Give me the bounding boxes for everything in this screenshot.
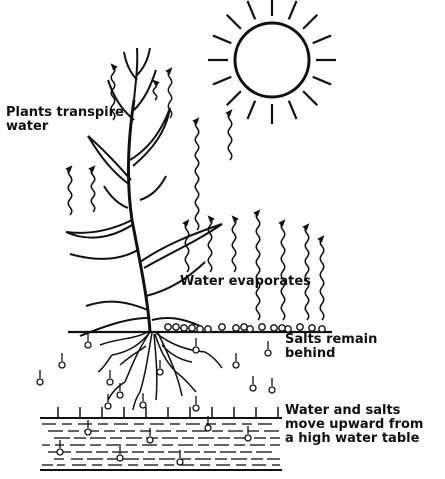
transpiration-arrow (192, 117, 200, 231)
label-salts-remain: Salts remain behind (285, 332, 378, 361)
salt-particle (176, 458, 184, 466)
transpiration-arrow (225, 109, 233, 161)
sun-ray (246, 100, 257, 120)
salt-particle (156, 368, 164, 376)
transpiration-arrow (152, 79, 160, 101)
salt-particle (116, 391, 124, 399)
evaporation-arrow (253, 209, 261, 321)
sun-ray (225, 13, 242, 30)
sun-disc (233, 21, 311, 99)
sun-ray (287, 100, 298, 120)
salt-particle (36, 378, 44, 386)
salt-particle (192, 404, 200, 412)
salt-particle (172, 323, 180, 331)
plant (65, 47, 223, 337)
sun-ray (302, 90, 319, 107)
evaporation-arrow (278, 219, 286, 321)
sun-icon (208, 0, 336, 124)
salt-particle (308, 324, 316, 332)
salt-particle (204, 325, 212, 333)
sun-ray (312, 34, 332, 45)
salt-particle (296, 323, 304, 331)
salt-particle (249, 384, 257, 392)
salt-particle (268, 386, 276, 394)
evaporation-arrow (302, 223, 310, 321)
salt-particle (318, 325, 326, 333)
salt-particle (116, 454, 124, 462)
salt-particle (139, 401, 147, 409)
salt-particle (244, 434, 252, 442)
transpiration-arrow (165, 67, 173, 119)
transpiration-arrow (65, 165, 73, 216)
salt-particle (270, 324, 278, 332)
salt-particle (56, 448, 64, 456)
salt-particle (232, 324, 240, 332)
sun-ray (312, 75, 332, 86)
plant-roots (97, 331, 223, 411)
sun-ray (212, 34, 232, 45)
salt-particle (240, 323, 248, 331)
sun-ray (225, 90, 242, 107)
salt-particle (204, 424, 212, 432)
evaporation-arrows (182, 209, 325, 321)
label-plants-transpire: Plants transpire water (6, 105, 124, 134)
salt-particle (218, 323, 226, 331)
salt-particle (84, 428, 92, 436)
plant-stem (126, 99, 152, 333)
evaporation-arrow (182, 219, 190, 273)
salt-particle (264, 349, 272, 357)
salt-particle (196, 325, 204, 333)
salt-particle (164, 323, 172, 331)
sun-ray (287, 0, 298, 20)
water-table-hatching (42, 423, 280, 466)
evaporation-arrow (207, 215, 215, 273)
salt-particle (232, 361, 240, 369)
rising-salt-particles (36, 333, 276, 466)
sun-ray (302, 13, 319, 30)
sun-ray (246, 0, 257, 20)
label-water-evaporates: Water evaporates (180, 274, 311, 289)
water-table-ticks (57, 407, 279, 418)
salt-particle (188, 324, 196, 332)
transpiration-arrow (110, 63, 118, 121)
evaporation-arrow (231, 215, 239, 273)
evaporation-arrow (317, 235, 325, 321)
salt-particle (192, 346, 200, 354)
transpiration-arrows (65, 63, 233, 231)
transpiration-arrow (88, 165, 96, 213)
sun-rays (208, 0, 336, 124)
surface-salt-particles (164, 323, 326, 333)
salt-particle (180, 324, 188, 332)
salt-particle (84, 341, 92, 349)
salt-particle (58, 361, 66, 369)
water-table (40, 407, 282, 471)
sun-ray (212, 75, 232, 86)
label-water-and-salts: Water and salts move upward from a high … (285, 403, 424, 446)
salt-particle (146, 436, 154, 444)
salt-particle (106, 378, 114, 386)
salt-particle (278, 324, 286, 332)
salt-particle (104, 402, 112, 410)
salt-particle (258, 323, 266, 331)
